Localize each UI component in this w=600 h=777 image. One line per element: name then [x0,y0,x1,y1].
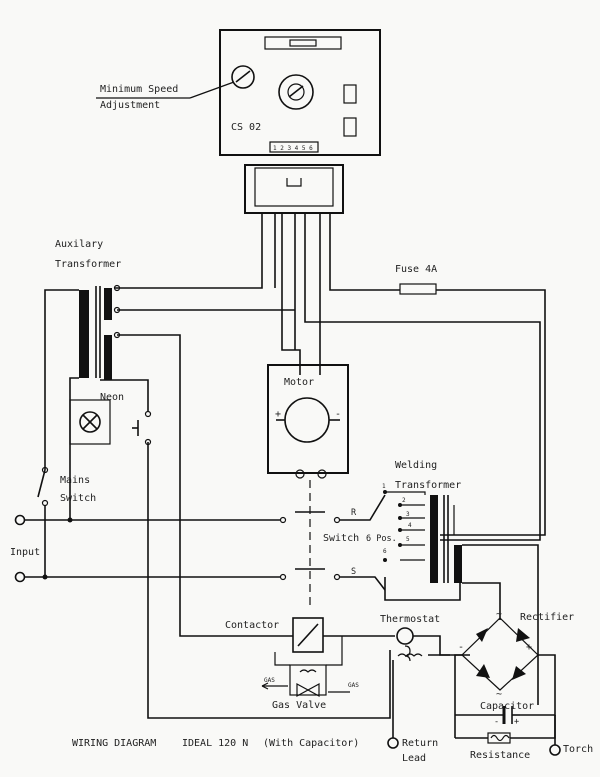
diagram-variant: (With Capacitor) [263,738,359,749]
fuse [399,283,437,295]
thermostat-label: Thermostat [380,614,440,625]
mains-label-line1: Mains [60,475,90,486]
diagram-model: IDEAL 120 N [182,738,248,749]
rect-ac-top: ~ [496,609,502,620]
tap-5: 5 [406,536,410,543]
board-pin-numbers: 1 2 3 4 5 6 [273,145,313,152]
input-terminal-r[interactable] [14,514,26,526]
return-label-line2: Lead [402,753,426,764]
welding-transformer [430,495,462,583]
auxiliary-transformer [79,286,112,380]
motor [267,364,349,479]
contactor [292,617,324,653]
board-led [343,84,357,104]
switch-r-label: R [351,508,357,518]
torch-terminal[interactable] [549,744,561,756]
rectifier-label: Rectifier [520,612,574,623]
motor-minus: - [335,409,341,420]
min-speed-potentiometer[interactable] [231,65,255,89]
tap-3: 3 [406,511,410,518]
switch-positions-label: 6 Pos. [366,534,397,544]
tap-2: 2 [402,497,406,504]
return-lead-terminal[interactable] [387,737,399,749]
mains-switch[interactable] [37,466,49,507]
motor-plus: + [275,409,281,420]
rect-minus: - [458,642,464,653]
torch-label: Torch [563,744,593,755]
aux-label-line2: Transformer [55,259,121,270]
return-label-line1: Return [402,738,438,749]
min-speed-label-line1: Minimum Speed [100,84,178,95]
rectifier-bridge [461,617,539,691]
contactor-label: Contactor [225,620,279,631]
neon-lamp [69,399,111,445]
welding-label-line2: Transformer [395,480,461,491]
welding-label-line1: Welding [395,460,437,471]
main-potentiometer[interactable] [278,74,314,110]
board-led [343,117,357,137]
neon-label: Neon [100,392,124,403]
input-label: Input [10,547,40,558]
diagram-title: WIRING DIAGRAM [72,738,156,749]
main-contacts [279,480,341,610]
resistance-label: Resistance [470,750,530,761]
cap-minus: - [494,717,499,727]
connector-plug [244,164,344,214]
gas-valve-label: Gas Valve [272,700,326,711]
board-connector [269,141,319,153]
thermostat [396,627,423,662]
control-board: 1 2 3 4 5 6 CS 02 [219,29,381,156]
gas-valve [289,664,327,698]
board-label: CS 02 [231,122,261,133]
tap-4: 4 [408,522,412,529]
resistance [487,732,511,744]
min-speed-label-line2: Adjustment [100,100,160,111]
capacitor-label: Capacitor [480,701,534,712]
start-pushbutton[interactable] [132,410,152,446]
motor-label: Motor [284,377,314,388]
tap-1: 1 [382,483,386,490]
mains-label-line2: Switch [60,493,96,504]
fuse-label: Fuse 4A [395,264,437,275]
switch-label: Switch [323,533,359,544]
tap-6: 6 [383,548,387,555]
switch-s-label: S [351,567,356,577]
cap-plus: + [514,717,519,727]
rect-ac-bottom: ~ [496,689,502,700]
rect-plus: + [526,642,532,653]
gas-in-label: GAS [348,682,359,689]
input-terminal-s[interactable] [14,571,26,583]
aux-label-line1: Auxilary [55,239,103,250]
gas-out-label: GAS [264,677,275,684]
